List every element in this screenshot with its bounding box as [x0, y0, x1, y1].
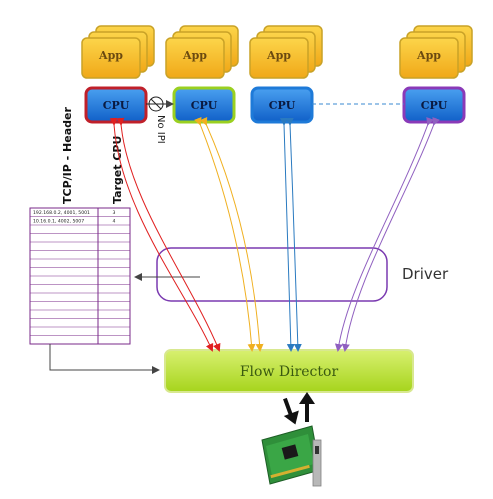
cpu-3: CPU	[250, 86, 314, 124]
cpu-4: CPU	[402, 86, 466, 124]
flow-director-box: Flow Director	[164, 349, 414, 393]
app-stack-4: App	[399, 25, 473, 79]
cpu-label: CPU	[103, 99, 130, 112]
cpu-1: CPU	[84, 86, 148, 124]
app-stack-3: App	[249, 25, 323, 79]
table-header-left: TCP/IP - Header	[61, 107, 74, 204]
flow-director-label: Flow Director	[240, 364, 339, 380]
app-stack-1: App	[81, 25, 155, 79]
table-cell: 4	[113, 219, 116, 225]
cpu-label: CPU	[191, 99, 218, 112]
cpu-label: CPU	[269, 99, 296, 112]
cpu-2: CPU	[172, 86, 236, 124]
flow-arrows	[109, 116, 440, 352]
no-ipi-label: No IPI	[155, 115, 166, 144]
table-to-flow-arrow	[49, 344, 160, 374]
app-stack-2: App	[165, 25, 239, 79]
app-label: App	[266, 49, 291, 62]
driver-label: Driver	[402, 265, 449, 283]
cpu-label: CPU	[421, 99, 448, 112]
nic-flow-arrows	[283, 392, 315, 425]
app-label: App	[98, 49, 123, 62]
app-label: App	[182, 49, 207, 62]
target-cpu-table: 192.168.0.2, 4001, 5001 3 10.16.0.1, 400…	[29, 207, 131, 345]
table-cell: 10.16.0.1, 4002, 5007	[33, 219, 84, 225]
driver-box	[156, 247, 388, 302]
ipi-arrow	[146, 96, 174, 112]
table-cell: 192.168.0.2, 4001, 5001	[33, 210, 90, 216]
table-cell: 3	[113, 210, 116, 216]
app-label: App	[416, 49, 441, 62]
network-card-icon	[261, 425, 322, 487]
